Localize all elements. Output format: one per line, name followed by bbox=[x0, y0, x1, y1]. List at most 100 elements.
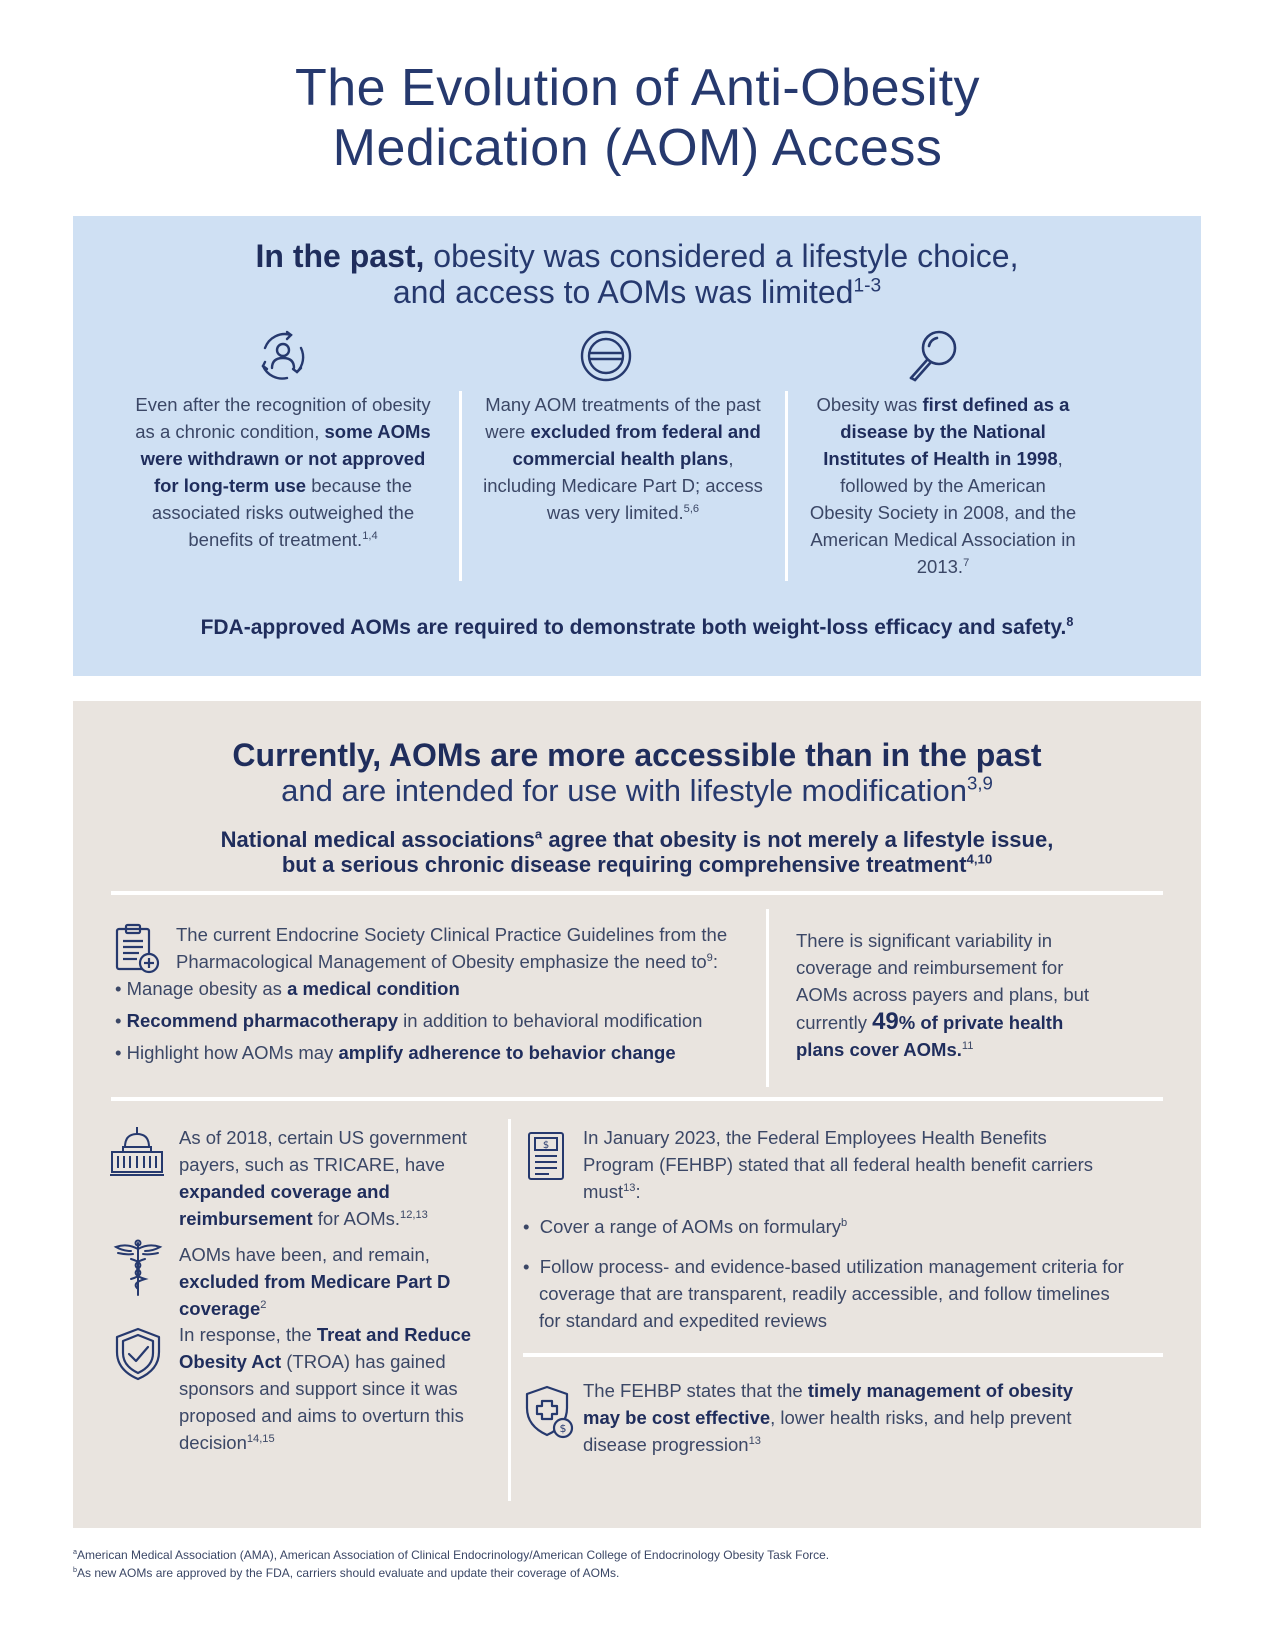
past-col1-text1: Even after the recognition of obesity as… bbox=[135, 394, 431, 442]
medicare-bold: excluded from Medicare Part D coverage bbox=[179, 1271, 451, 1319]
guidelines-intro: The current Endocrine Society Clinical P… bbox=[176, 921, 766, 975]
gov-text1: As of 2018, certain US government payers… bbox=[179, 1127, 467, 1175]
magnifier-icon bbox=[909, 330, 957, 382]
current-subheading: National medical associationsa agree tha… bbox=[73, 827, 1201, 877]
cost-ref: 13 bbox=[748, 1434, 761, 1447]
past-divider-1 bbox=[459, 391, 462, 581]
troa-text2: (TROA) has gained sponsors and support s… bbox=[179, 1351, 464, 1453]
footnote-b-mark: b bbox=[73, 1565, 77, 1574]
bullet2-text: in addition to behavioral modification bbox=[398, 1010, 703, 1031]
past-footer-ref: 8 bbox=[1066, 615, 1074, 629]
footnote-a-mark: a bbox=[73, 1547, 77, 1556]
gov-ref: 12,13 bbox=[400, 1208, 428, 1221]
cost-text2: , lower health risks, and help prevent d… bbox=[583, 1407, 1072, 1455]
past-heading-bold: In the past, bbox=[255, 238, 425, 274]
guideline-bullet-3: • Highlight how AOMs may amplify adheren… bbox=[115, 1042, 676, 1063]
medicare-ref: 2 bbox=[260, 1298, 267, 1311]
past-heading-ref: 1-3 bbox=[853, 275, 882, 297]
fehbp-bullet2-text: Follow process- and evidence-based utili… bbox=[539, 1256, 1124, 1331]
person-cycle-icon bbox=[261, 330, 305, 380]
gov-payers-text: As of 2018, certain US government payers… bbox=[179, 1124, 489, 1232]
document-dollar-icon: $ bbox=[528, 1132, 564, 1180]
current-heading-line2: and are intended for use with lifestyle … bbox=[73, 773, 1201, 809]
fehbp-ref: 13 bbox=[623, 1181, 636, 1194]
fehbp-bullet-2: • Follow process- and evidence-based uti… bbox=[523, 1256, 1124, 1331]
past-footer-text: FDA-approved AOMs are required to demons… bbox=[200, 616, 1067, 639]
caduceus-icon bbox=[113, 1239, 163, 1296]
fehbp-bullet1-text: Cover a range of AOMs on formulary bbox=[539, 1216, 842, 1237]
past-panel: In the past, obesity was considered a li… bbox=[73, 216, 1201, 676]
medicare-text1: AOMs have been, and remain, bbox=[179, 1244, 430, 1265]
past-footer: FDA-approved AOMs are required to demons… bbox=[73, 616, 1201, 640]
gov-bold: expanded coverage and reimbursement bbox=[179, 1181, 390, 1229]
guideline-bullet-2: • Recommend pharmacotherapy in addition … bbox=[115, 1010, 703, 1031]
pill-icon bbox=[580, 330, 632, 382]
troa-ref: 14,15 bbox=[246, 1432, 275, 1445]
footnote-b-text: As new AOMs are approved by the FDA, car… bbox=[77, 1566, 620, 1580]
guidelines-colon: : bbox=[712, 951, 718, 972]
svg-text:$: $ bbox=[543, 1140, 549, 1151]
fehbp-colon: : bbox=[635, 1181, 641, 1202]
guideline-bullet-1: • Manage obesity as a medical condition bbox=[115, 978, 460, 999]
fehbp-bullet-1: • Cover a range of AOMs on formularyb bbox=[523, 1216, 848, 1237]
fehbp-intro: In January 2023, the Federal Employees H… bbox=[583, 1124, 1103, 1205]
guidelines-ref: 9 bbox=[706, 951, 713, 964]
divider-rule-1 bbox=[111, 891, 1163, 895]
capitol-building-icon bbox=[110, 1127, 164, 1176]
shield-dollar-icon: $ bbox=[525, 1385, 574, 1439]
bullet1-bold: a medical condition bbox=[287, 978, 460, 999]
current-sub-text2: agree that obesity is not merely a lifes… bbox=[542, 827, 1054, 852]
title-line-2: Medication (AOM) Access bbox=[332, 119, 943, 177]
svg-text:$: $ bbox=[560, 1422, 567, 1435]
past-col2-text1: Many AOM treatments of the past were bbox=[485, 394, 761, 442]
past-col-disease: Obesity was first defined as a disease b… bbox=[808, 391, 1078, 580]
past-col1-text2: because the associated risks outweighed … bbox=[151, 475, 415, 550]
past-heading-rest: obesity was considered a lifestyle choic… bbox=[424, 238, 1019, 274]
troa-bold: Treat and Reduce Obesity Act bbox=[179, 1324, 472, 1372]
troa-text1: In response, the bbox=[179, 1324, 317, 1345]
past-col3-ref: 7 bbox=[963, 556, 970, 569]
past-col3-text2: , followed by the American Obesity Socie… bbox=[809, 448, 1077, 577]
variability-percent: 49 bbox=[872, 1008, 899, 1035]
current-sub-ref-a: a bbox=[534, 826, 543, 842]
gov-text2: for AOMs. bbox=[312, 1208, 401, 1229]
bullet2-bold: Recommend pharmacotherapy bbox=[126, 1010, 399, 1031]
past-col2-bold: excluded from federal and commercial hea… bbox=[512, 421, 761, 469]
past-col2-text2: , including Medicare Part D; access was … bbox=[483, 448, 763, 523]
past-col2-ref: 5,6 bbox=[683, 502, 700, 515]
divider-rule-2 bbox=[111, 1097, 1163, 1101]
current-heading-line2-text: and are intended for use with lifestyle … bbox=[281, 773, 967, 808]
past-col-withdrawn: Even after the recognition of obesity as… bbox=[133, 391, 433, 553]
past-heading: In the past, obesity was considered a li… bbox=[73, 238, 1201, 310]
clipboard-medical-icon bbox=[115, 923, 160, 974]
current-panel: Currently, AOMs are more accessible than… bbox=[73, 701, 1201, 1528]
guidelines-intro-text: The current Endocrine Society Clinical P… bbox=[176, 924, 728, 972]
footnote-b: bAs new AOMs are approved by the FDA, ca… bbox=[73, 1566, 619, 1580]
variability-text: There is significant variability in cove… bbox=[796, 927, 1116, 1063]
past-heading-line2: and access to AOMs was limited bbox=[392, 274, 854, 310]
cost-bold: timely management of obesity may be cost… bbox=[583, 1380, 1074, 1428]
variability-text1: There is significant variability in cove… bbox=[796, 930, 1090, 1033]
shield-check-icon bbox=[115, 1327, 161, 1381]
past-col3-text1: Obesity was bbox=[816, 394, 923, 415]
bottom-divider bbox=[508, 1119, 511, 1501]
current-sub-text3: but a serious chronic disease requiring … bbox=[281, 852, 967, 877]
cost-text1: The FEHBP states that the bbox=[583, 1380, 808, 1401]
variability-ref: 11 bbox=[961, 1039, 974, 1052]
current-sub-ref: 4,10 bbox=[966, 851, 993, 867]
divider-rule-3 bbox=[523, 1353, 1163, 1357]
past-col3-bold: first defined as a disease by the Nation… bbox=[823, 394, 1070, 469]
footnote-a-text: American Medical Association (AMA), Amer… bbox=[77, 1548, 830, 1562]
fehbp-bullet1-ref: b bbox=[841, 1216, 848, 1229]
title-line-1: The Evolution of Anti-Obesity bbox=[294, 59, 981, 117]
cost-effective-text: The FEHBP states that the timely managem… bbox=[583, 1377, 1108, 1458]
bullet3-bold: amplify adherence to behavior change bbox=[338, 1042, 676, 1063]
past-col1-bold: some AOMs were withdrawn or not approved… bbox=[140, 421, 431, 496]
past-col1-ref: 1,4 bbox=[362, 529, 378, 542]
past-divider-2 bbox=[785, 391, 788, 581]
guidelines-divider bbox=[766, 909, 769, 1087]
current-heading-ref: 3,9 bbox=[966, 772, 993, 794]
page-title: The Evolution of Anti-Obesity Medication… bbox=[0, 58, 1275, 178]
bullet1-text: Manage obesity as bbox=[126, 978, 288, 999]
medicare-text: AOMs have been, and remain, excluded fro… bbox=[179, 1241, 489, 1322]
